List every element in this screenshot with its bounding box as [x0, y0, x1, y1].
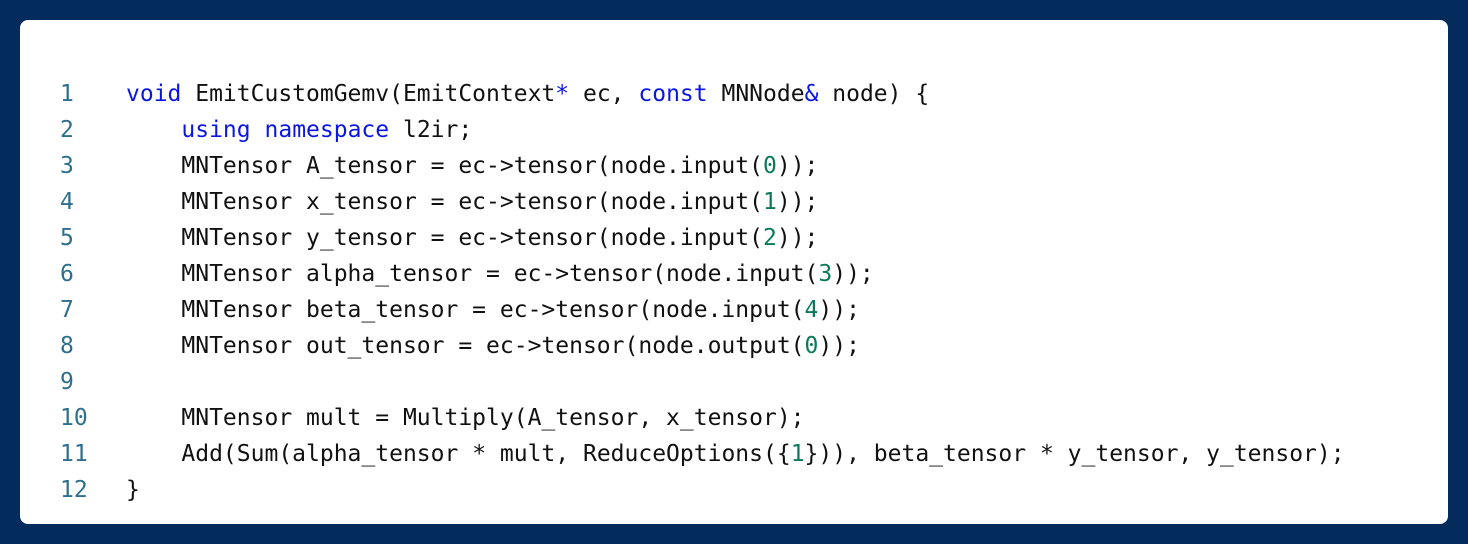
- line-source: MNTensor mult = Multiply(A_tensor, x_ten…: [126, 400, 805, 436]
- code-token: *: [1039, 441, 1054, 467]
- code-line: 6 MNTensor alpha_tensor = ec->tensor(nod…: [20, 256, 1448, 292]
- code-token: using: [181, 117, 251, 143]
- code-line: 10 MNTensor mult = Multiply(A_tensor, x_…: [20, 400, 1448, 436]
- code-token: }: [126, 477, 140, 503]
- line-number: 6: [60, 261, 74, 287]
- code-token: l2ir;: [389, 117, 473, 143]
- code-line: 5 MNTensor y_tensor = ec->tensor(node.in…: [20, 220, 1448, 256]
- line-number: 8: [60, 333, 74, 359]
- line-number: 11: [60, 441, 88, 467]
- code-token: const: [638, 81, 708, 107]
- code-token: *: [555, 81, 570, 107]
- line-source: MNTensor out_tensor = ec->tensor(node.ou…: [126, 328, 860, 364]
- code-token: MNNode: [707, 81, 805, 107]
- line-source: }: [126, 472, 140, 508]
- code-line: 1 void EmitCustomGemv(EmitContext* ec, co…: [20, 76, 1448, 112]
- line-source: MNTensor alpha_tensor = ec->tensor(node.…: [126, 256, 874, 292]
- code-token: [251, 117, 265, 143]
- code-token: ));: [832, 261, 874, 287]
- code-token: })), beta_tensor: [804, 441, 1040, 467]
- code-line: 11 Add(Sum(alpha_tensor * mult, ReduceOp…: [20, 436, 1448, 472]
- line-number: 9: [60, 369, 74, 395]
- code-token: 1: [762, 189, 777, 215]
- line-source: Add(Sum(alpha_tensor * mult, ReduceOptio…: [126, 436, 1345, 472]
- code-token: [126, 117, 181, 143]
- code-line: 2 using namespace l2ir;: [20, 112, 1448, 148]
- line-source: void EmitCustomGemv(EmitContext* ec, con…: [126, 76, 929, 112]
- code-token: Add(Sum(alpha_tensor: [126, 441, 473, 467]
- code-line: 7 MNTensor beta_tensor = ec->tensor(node…: [20, 292, 1448, 328]
- code-token: 4: [804, 297, 819, 323]
- code-token: &: [804, 81, 819, 107]
- code-token: EmitCustomGemv(EmitContext: [181, 81, 556, 107]
- code-token: MNTensor y_tensor = ec->tensor(node.inpu…: [126, 225, 763, 251]
- code-token: MNTensor alpha_tensor = ec->tensor(node.…: [126, 261, 819, 287]
- code-token: ));: [776, 189, 819, 215]
- code-token: 1: [790, 441, 805, 467]
- line-source: MNTensor x_tensor = ec->tensor(node.inpu…: [126, 184, 818, 220]
- line-number: 1: [60, 81, 74, 107]
- line-source: MNTensor A_tensor = ec->tensor(node.inpu…: [126, 148, 818, 184]
- code-token: ));: [818, 333, 860, 359]
- code-token: MNTensor x_tensor = ec->tensor(node.inpu…: [126, 189, 763, 215]
- code-token: namespace: [264, 117, 390, 143]
- code-token: ec,: [569, 81, 639, 107]
- line-number: 7: [60, 297, 74, 323]
- code-line: 12}: [20, 472, 1448, 508]
- code-token: 2: [762, 225, 777, 251]
- line-number: 4: [60, 189, 74, 215]
- code-token: MNTensor A_tensor = ec->tensor(node.inpu…: [126, 153, 763, 179]
- code-token: void: [126, 81, 182, 107]
- code-token: ));: [818, 297, 860, 323]
- code-token: ));: [776, 153, 819, 179]
- code-line: 8 MNTensor out_tensor = ec->tensor(node.…: [20, 328, 1448, 364]
- code-line: 3 MNTensor A_tensor = ec->tensor(node.in…: [20, 148, 1448, 184]
- code-token: MNTensor out_tensor = ec->tensor(node.ou…: [126, 333, 805, 359]
- line-number: 2: [60, 117, 74, 143]
- code-line: 4 MNTensor x_tensor = ec->tensor(node.in…: [20, 184, 1448, 220]
- line-number: 10: [60, 405, 88, 431]
- code-token: 3: [818, 261, 833, 287]
- line-source: using namespace l2ir;: [126, 112, 472, 148]
- code-token: 0: [762, 153, 777, 179]
- code-token: node) {: [818, 81, 930, 107]
- code-token: ));: [776, 225, 819, 251]
- line-number: 12: [60, 477, 88, 503]
- code-token: 0: [804, 333, 819, 359]
- code-token: *: [472, 441, 487, 467]
- line-source: MNTensor beta_tensor = ec->tensor(node.i…: [126, 292, 860, 328]
- code-token: MNTensor mult = Multiply(A_tensor, x_ten…: [126, 405, 805, 431]
- line-number: 3: [60, 153, 74, 179]
- line-number: 5: [60, 225, 74, 251]
- code-line: 9: [20, 364, 1448, 400]
- line-source: MNTensor y_tensor = ec->tensor(node.inpu…: [126, 220, 818, 256]
- code-token: y_tensor, y_tensor);: [1053, 441, 1345, 467]
- code-token: mult, ReduceOptions({: [486, 441, 791, 467]
- code-token: MNTensor beta_tensor = ec->tensor(node.i…: [126, 297, 805, 323]
